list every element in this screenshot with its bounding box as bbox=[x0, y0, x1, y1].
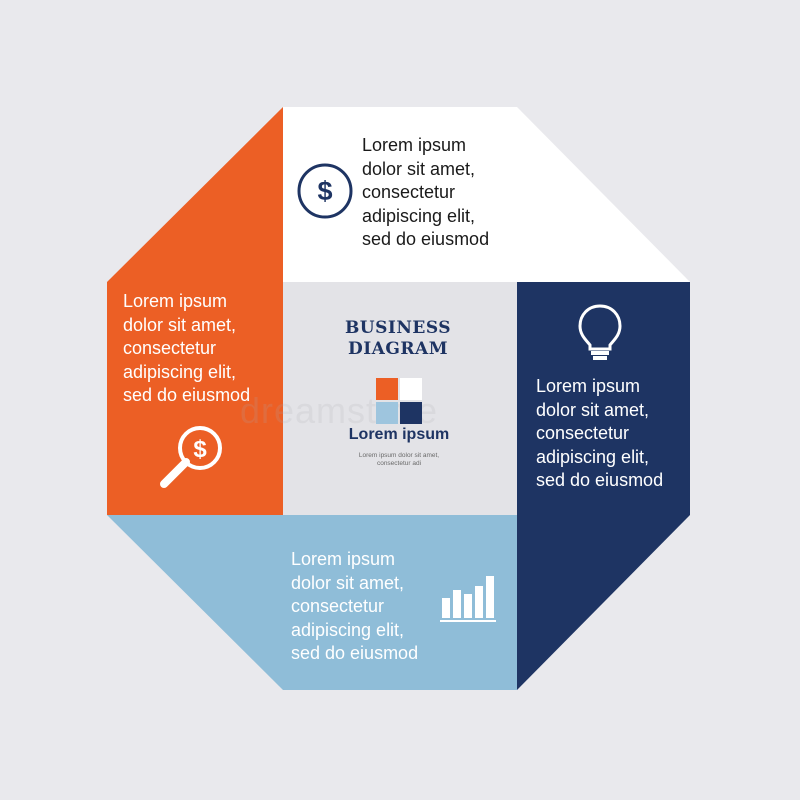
bar-chart-icon bbox=[440, 572, 496, 624]
svg-text:$: $ bbox=[317, 176, 332, 206]
center-small-text: Lorem ipsum dolor sit amet, consectetur … bbox=[358, 452, 440, 467]
segment-left-shape bbox=[107, 107, 283, 515]
center-title: BUSINESS DIAGRAM bbox=[344, 318, 452, 359]
center-subtitle: Lorem ipsum bbox=[348, 426, 450, 443]
segment-top-shape bbox=[283, 107, 690, 282]
segment-bottom-shape bbox=[107, 515, 517, 690]
segment-top-text: Lorem ipsum dolor sit amet, consectetur … bbox=[362, 135, 490, 249]
segment-left-text: Lorem ipsum dolor sit amet, consectetur … bbox=[123, 291, 251, 405]
four-square-logo-icon bbox=[376, 378, 422, 424]
dollar-circle-icon: $ bbox=[296, 162, 354, 220]
magnifier-dollar-icon: $ bbox=[150, 418, 230, 498]
segment-bottom-text: Lorem ipsum dolor sit amet, consectetur … bbox=[291, 549, 419, 663]
segment-right-text: Lorem ipsum dolor sit amet, consectetur … bbox=[536, 376, 664, 490]
svg-text:$: $ bbox=[193, 436, 207, 463]
segment-right-shape bbox=[517, 282, 690, 690]
lightbulb-icon bbox=[575, 302, 625, 364]
